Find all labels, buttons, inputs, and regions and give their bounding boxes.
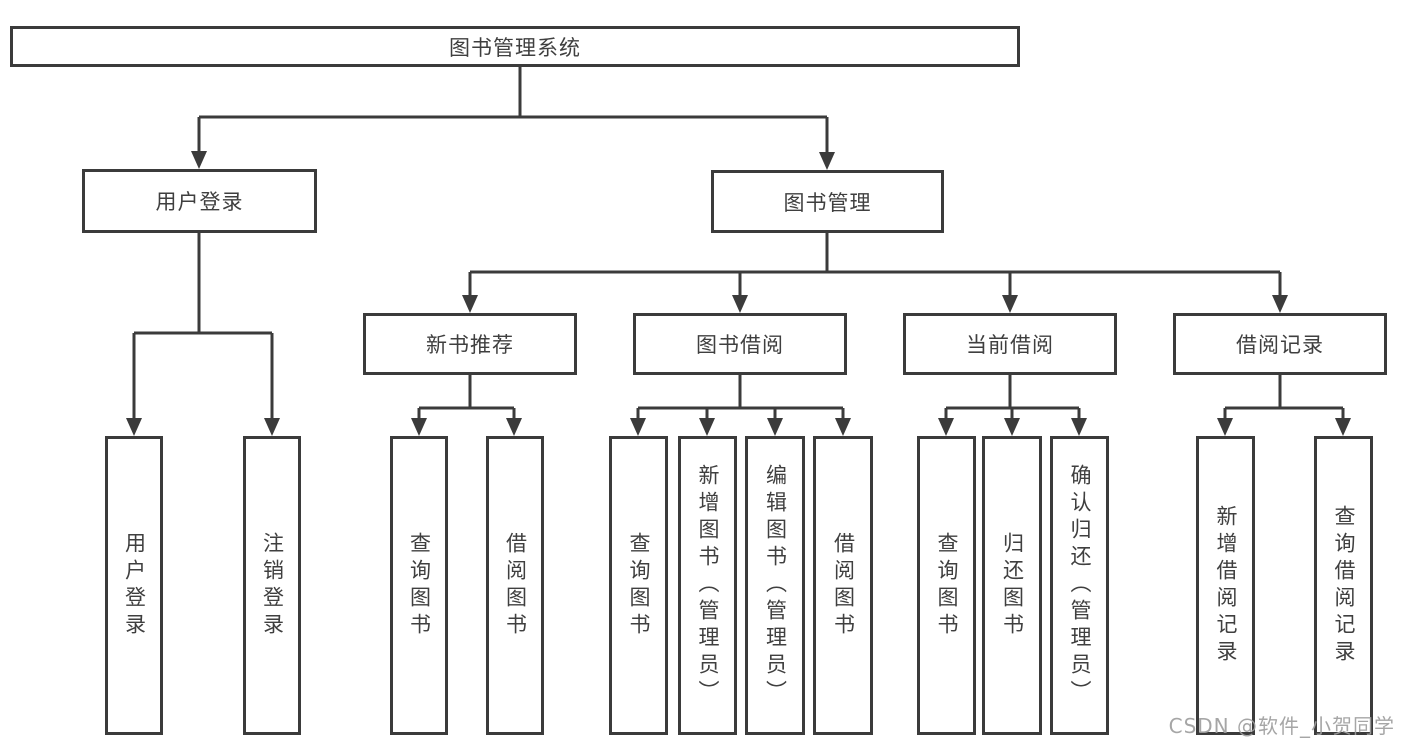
node-root-label: 图书管理系统 (449, 35, 581, 60)
leaf-logout: 注销登录 (243, 436, 301, 735)
leaf-recommend-borrow-books-label: 借阅图书 (503, 531, 528, 640)
leaf-return-book-label: 归还图书 (1000, 531, 1025, 640)
leaf-logout-label: 注销登录 (260, 531, 285, 640)
leaf-current-query-books-label: 查询图书 (935, 531, 959, 640)
node-current-borrow: 当前借阅 (903, 313, 1117, 375)
leaf-edit-book-admin: 编辑图书（管理员） (745, 436, 805, 735)
leaf-user-login: 用户登录 (105, 436, 163, 735)
leaf-add-borrow-record-label: 新增借阅记录 (1214, 504, 1238, 667)
node-borrow-records-label: 借阅记录 (1236, 333, 1324, 357)
leaf-recommend-query-books-label: 查询图书 (407, 531, 432, 640)
node-new-book-recommend: 新书推荐 (363, 313, 577, 375)
leaf-borrow-books: 借阅图书 (813, 436, 873, 735)
leaf-add-borrow-record: 新增借阅记录 (1196, 436, 1255, 735)
node-book-borrow-label: 图书借阅 (696, 333, 784, 357)
leaf-add-book-admin: 新增图书（管理员） (678, 436, 737, 735)
node-root: 图书管理系统 (10, 26, 1020, 67)
csdn-watermark: CSDN @软件_小贺同学 (1168, 714, 1395, 738)
node-user-login: 用户登录 (82, 169, 317, 233)
leaf-current-query-books: 查询图书 (917, 436, 976, 735)
leaf-borrow-query-books-label: 查询图书 (627, 531, 651, 640)
node-book-management: 图书管理 (711, 170, 944, 233)
leaf-borrow-query-books: 查询图书 (609, 436, 668, 735)
leaf-query-borrow-record: 查询借阅记录 (1314, 436, 1373, 735)
leaf-confirm-return-admin-label: 确认归还（管理员） (1068, 464, 1092, 707)
leaf-user-login-label: 用户登录 (122, 531, 147, 640)
leaf-borrow-books-label: 借阅图书 (831, 531, 856, 640)
node-user-login-label: 用户登录 (155, 190, 244, 214)
leaf-query-borrow-record-label: 查询借阅记录 (1332, 504, 1356, 667)
leaf-edit-book-admin-label: 编辑图书（管理员） (763, 464, 788, 707)
node-new-book-recommend-label: 新书推荐 (426, 333, 514, 357)
node-borrow-records: 借阅记录 (1173, 313, 1387, 375)
node-book-management-label: 图书管理 (783, 190, 872, 215)
leaf-recommend-borrow-books: 借阅图书 (486, 436, 544, 735)
leaf-return-book: 归还图书 (982, 436, 1042, 735)
leaf-add-book-admin-label: 新增图书（管理员） (696, 464, 720, 707)
leaf-recommend-query-books: 查询图书 (390, 436, 448, 735)
node-book-borrow: 图书借阅 (633, 313, 847, 375)
node-current-borrow-label: 当前借阅 (966, 333, 1054, 357)
leaf-confirm-return-admin: 确认归还（管理员） (1050, 436, 1109, 735)
connector-lines (132, 67, 1345, 422)
